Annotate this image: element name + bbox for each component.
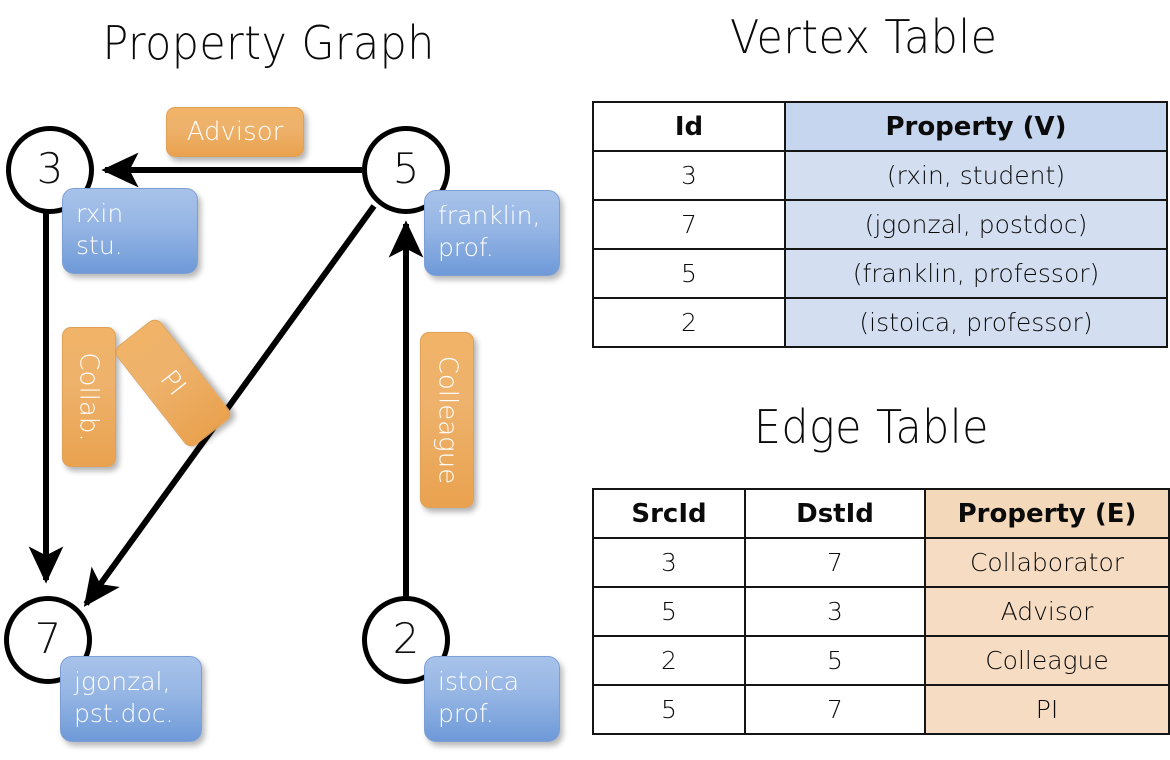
edge-row-1-property: Advisor xyxy=(924,586,1170,637)
graph-node-2-id: 2 xyxy=(392,613,420,663)
edge-row-1-src: 5 xyxy=(592,586,746,637)
vertex-table-row[interactable]: 2 (istoica, professor) xyxy=(592,297,1168,348)
edge-row-0-dst: 7 xyxy=(744,537,926,588)
edge-table-row[interactable]: 5 3 Advisor xyxy=(592,586,1170,637)
node-property-name-franklin: franklin, xyxy=(438,201,541,230)
graph-node-3-id: 3 xyxy=(36,143,64,193)
edge-table-header-row: SrcId DstId Property (E) xyxy=(592,488,1170,539)
edge-label-advisor[interactable]: Advisor xyxy=(166,107,304,157)
vertex-row-0-property: (rxin, student) xyxy=(784,150,1168,201)
edge-table-row[interactable]: 5 7 PI xyxy=(592,684,1170,735)
vertex-row-2-property: (franklin, professor) xyxy=(784,248,1168,299)
edge-table-header-property: Property (E) xyxy=(924,488,1170,539)
vertex-table-header-id: Id xyxy=(592,101,786,152)
edge-row-3-dst: 7 xyxy=(744,684,926,735)
edge-row-3-property: PI xyxy=(924,684,1170,735)
vertex-row-1-id: 7 xyxy=(592,199,786,250)
node-property-box-istoica[interactable]: istoica prof. xyxy=(424,656,560,742)
node-property-role-franklin: prof. xyxy=(438,233,494,262)
vertex-row-3-id: 2 xyxy=(592,297,786,348)
edge-table-row[interactable]: 3 7 Collaborator xyxy=(592,537,1170,588)
edge-label-colleague[interactable]: Colleague xyxy=(420,332,474,508)
page-title-edge-table: Edge Table xyxy=(753,400,989,454)
edge-label-collab[interactable]: Collab. xyxy=(62,327,116,467)
node-property-name-jgonzal: jgonzal, xyxy=(74,667,171,696)
edge-row-2-property: Colleague xyxy=(924,635,1170,686)
graph-node-5-id: 5 xyxy=(392,143,420,193)
vertex-row-0-id: 3 xyxy=(592,150,786,201)
vertex-table-header-row: Id Property (V) xyxy=(592,101,1168,152)
vertex-row-2-id: 5 xyxy=(592,248,786,299)
graph-node-2[interactable]: 2 xyxy=(362,596,450,684)
edge-row-0-src: 3 xyxy=(592,537,746,588)
edge-label-colleague-text: Colleague xyxy=(432,355,463,485)
edge-table-header-dstid: DstId xyxy=(744,488,926,539)
edge-row-1-dst: 3 xyxy=(744,586,926,637)
graph-node-5[interactable]: 5 xyxy=(362,126,450,214)
edge-label-pi-text: PI xyxy=(153,364,193,402)
node-property-role-istoica: prof. xyxy=(438,699,494,728)
page-title-vertex-table: Vertex Table xyxy=(730,10,998,64)
node-property-box-jgonzal[interactable]: jgonzal, pst.doc. xyxy=(60,656,202,742)
edge-5-to-7-pi xyxy=(83,204,377,607)
edge-label-collab-text: Collab. xyxy=(74,352,104,442)
edge-table-row[interactable]: 2 5 Colleague xyxy=(592,635,1170,686)
graph-node-7-id: 7 xyxy=(34,613,62,663)
graph-edges-layer xyxy=(28,152,424,607)
node-property-box-franklin[interactable]: franklin, prof. xyxy=(424,190,560,276)
property-graph-diagram: 3 5 7 2 rxin stu. franklin, prof. jgonza… xyxy=(4,107,560,742)
vertex-table-row[interactable]: 3 (rxin, student) xyxy=(592,150,1168,201)
page-title-property-graph: Property Graph xyxy=(102,16,435,70)
node-property-role-jgonzal: pst.doc. xyxy=(74,699,174,728)
vertex-table: Id Property (V) 3 (rxin, student) 7 (jgo… xyxy=(592,101,1168,348)
edge-row-0-property: Collaborator xyxy=(924,537,1170,588)
vertex-row-1-property: (jgonzal, postdoc) xyxy=(784,199,1168,250)
vertex-table-row[interactable]: 7 (jgonzal, postdoc) xyxy=(592,199,1168,250)
edge-label-advisor-text: Advisor xyxy=(186,117,284,147)
node-property-role-rxin: stu. xyxy=(76,231,123,260)
vertex-table-row[interactable]: 5 (franklin, professor) xyxy=(592,248,1168,299)
node-property-name-istoica: istoica xyxy=(438,667,520,696)
edge-table-header-srcid: SrcId xyxy=(592,488,746,539)
node-property-box-rxin[interactable]: rxin stu. xyxy=(62,188,198,274)
edge-row-2-src: 2 xyxy=(592,635,746,686)
node-property-name-rxin: rxin xyxy=(76,199,124,228)
vertex-row-3-property: (istoica, professor) xyxy=(784,297,1168,348)
vertex-table-header-property: Property (V) xyxy=(784,101,1168,152)
edge-row-3-src: 5 xyxy=(592,684,746,735)
edge-row-2-dst: 5 xyxy=(744,635,926,686)
edge-table: SrcId DstId Property (E) 3 7 Collaborato… xyxy=(592,488,1170,735)
